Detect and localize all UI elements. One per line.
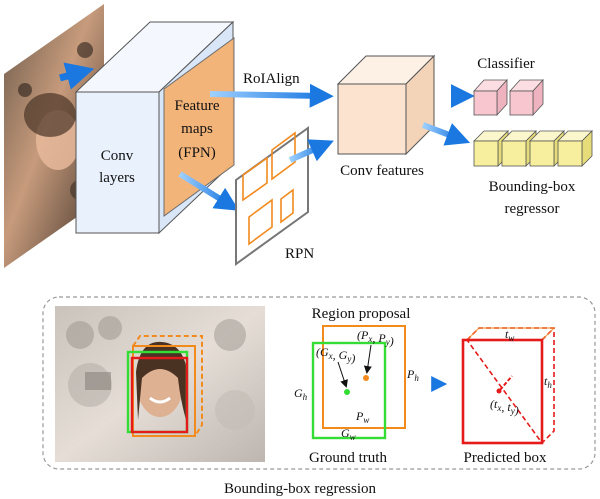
- predicted-box-diagram: tw th (tx, ty): [461, 327, 556, 445]
- classifier-cube: [509, 78, 544, 117]
- conv-layers-label-2: layers: [99, 170, 135, 186]
- tx-ty-label: (tx, ty): [490, 397, 519, 417]
- ground-truth-label: Ground truth: [309, 450, 387, 466]
- rpn-proposal-box: [248, 198, 273, 246]
- classifier-label: Classifier: [477, 56, 535, 72]
- bbox-regression-panel: [42, 296, 596, 470]
- rpn-proposal-box: [271, 131, 296, 181]
- arrow-roialign: [209, 83, 334, 108]
- ground-truth-center-dot: [344, 389, 350, 395]
- predicted-box-label: Predicted box: [464, 450, 547, 466]
- gw-label: Gw: [341, 426, 356, 442]
- crowd-photo: [55, 306, 265, 462]
- ph-label: Ph: [406, 367, 419, 383]
- roialign-label: RoIAlign: [243, 71, 300, 87]
- ground-truth-center-pointer: [337, 361, 348, 388]
- tw-label: tw: [505, 327, 514, 343]
- proposal-center-dot: [363, 375, 369, 381]
- feature-maps-block: Feature maps (FPN): [163, 37, 235, 217]
- px-py-label: (Px, Py): [357, 328, 394, 348]
- arrow-feature-to-rpn: [178, 171, 240, 211]
- gx-gy-label: (Gx, Gy): [316, 345, 355, 365]
- feature-maps-label-3: (FPN): [178, 145, 216, 161]
- regressor-cube: [473, 130, 509, 167]
- conv-features-block: Conv features: [336, 54, 436, 179]
- figure-caption: Bounding-box regression: [224, 481, 377, 497]
- arrow-rpn-to-conv-features: [288, 139, 334, 163]
- photo-proposal-box: [132, 335, 203, 437]
- regressor-cube: [557, 130, 593, 167]
- classifier-cube: [473, 78, 508, 117]
- gh-label: Gh: [294, 386, 308, 402]
- bbox-regressor-block: Bounding-box regressor: [473, 130, 593, 217]
- predicted-box: [461, 338, 544, 445]
- feature-maps-label-1: Feature: [175, 98, 220, 114]
- arrow-to-regressor: [421, 122, 471, 146]
- feature-maps-label-2: maps: [181, 121, 213, 137]
- ground-truth-box: [311, 341, 387, 440]
- conv-features-label: Conv features: [340, 163, 424, 179]
- classifier-block: Classifier: [473, 56, 544, 117]
- rpn-label: RPN: [285, 246, 314, 262]
- bbox-regressor-label-2: regressor: [505, 201, 560, 217]
- bbox-regressor-label-1: Bounding-box: [489, 179, 576, 195]
- photo-bbox-cubes: [126, 335, 203, 437]
- proposal-center-pointer: [363, 344, 372, 374]
- th-label: th: [544, 374, 552, 390]
- photo-predicted-box: [130, 356, 189, 434]
- pw-label: Pw: [355, 409, 369, 425]
- region-proposal-box: [322, 325, 406, 429]
- region-proposal-label: Region proposal: [312, 306, 411, 322]
- arrow-image-to-conv: [59, 62, 95, 90]
- rpn-proposal-box: [242, 156, 268, 202]
- rpn-proposal-box: [280, 188, 294, 224]
- conv-layers-label-1: Conv: [101, 148, 134, 164]
- rpn-panel: RPN: [235, 126, 314, 266]
